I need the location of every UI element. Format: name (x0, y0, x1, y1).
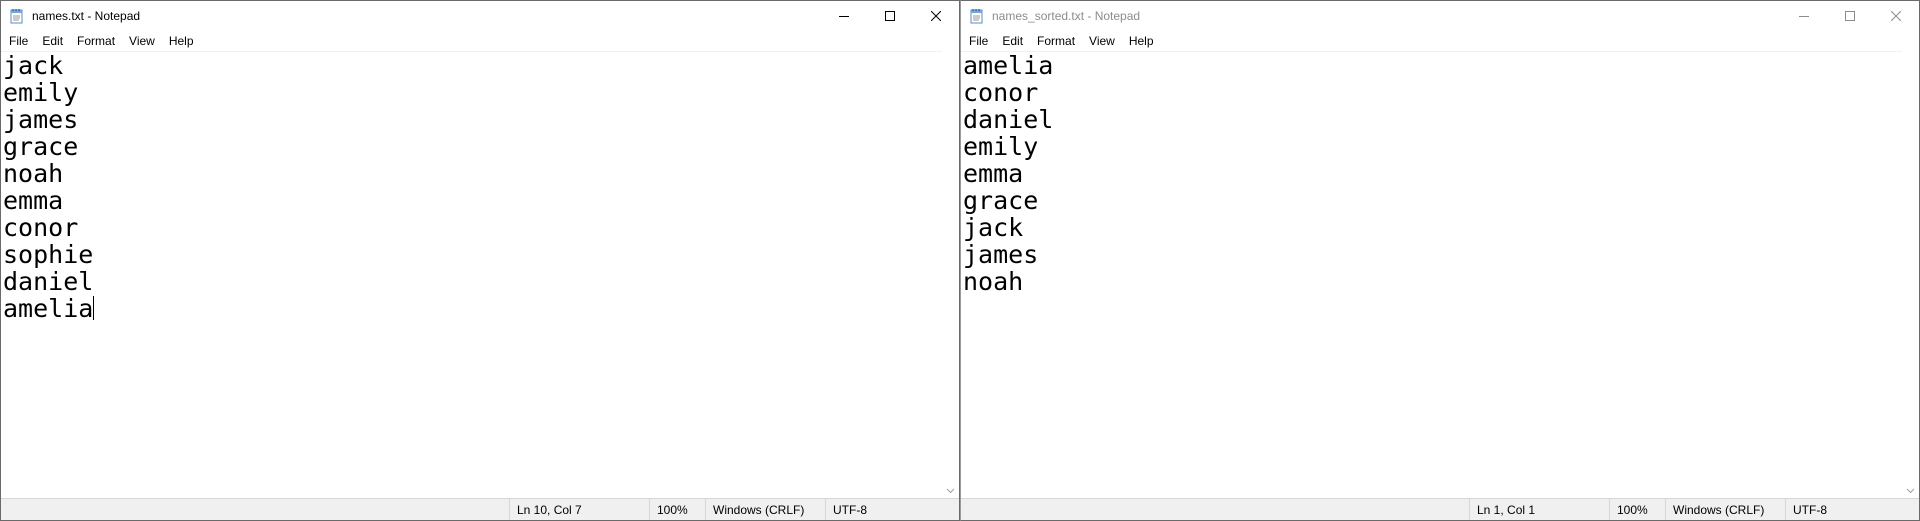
window-title: names.txt - Notepad (32, 9, 141, 23)
text-lines: jack emily james grace noah emma conor s… (1, 52, 942, 322)
text-line: noah (3, 159, 64, 188)
zoom-level: 100% (649, 498, 705, 520)
menu-edit[interactable]: Edit (1002, 34, 1024, 48)
text-line: james (963, 240, 1039, 269)
close-button[interactable] (913, 1, 959, 31)
menu-edit[interactable]: Edit (42, 34, 64, 48)
status-bar: Ln 1, Col 1 100% Windows (CRLF) UTF-8 (961, 498, 1919, 520)
text-line: conor (963, 78, 1039, 107)
text-line-last: amelia (3, 295, 942, 322)
menu-file[interactable]: File (9, 34, 29, 48)
notepad-icon[interactable] (970, 8, 984, 24)
text-line: daniel (963, 105, 1054, 134)
close-icon (931, 11, 941, 21)
menu-file[interactable]: File (969, 34, 989, 48)
text-line: emily (3, 78, 79, 107)
text-line: emma (3, 186, 64, 215)
zoom-level: 100% (1609, 498, 1665, 520)
close-icon (1891, 11, 1901, 21)
text-line: grace (3, 132, 79, 161)
notepad-window-names[interactable]: names.txt - Notepad File Edit Format Vie… (0, 0, 960, 521)
text-line: grace (963, 186, 1039, 215)
text-editor[interactable]: amelia conor daniel emily emma grace jac… (961, 51, 1902, 498)
minimize-button[interactable] (821, 1, 867, 31)
notepad-window-names-sorted[interactable]: names_sorted.txt - Notepad File Edit For… (960, 0, 1920, 521)
caption-buttons (1781, 1, 1919, 31)
maximize-button[interactable] (1827, 1, 1873, 31)
line-ending: Windows (CRLF) (1665, 498, 1785, 520)
window-title: names_sorted.txt - Notepad (992, 9, 1141, 23)
text-line: amelia (963, 51, 1054, 80)
text-line: emma (963, 159, 1024, 188)
text-line: jack (963, 213, 1024, 242)
menu-help[interactable]: Help (1128, 34, 1154, 48)
cursor-position: Ln 10, Col 7 (509, 498, 649, 520)
maximize-icon (1845, 11, 1855, 21)
minimize-icon (1799, 16, 1809, 17)
maximize-icon (885, 11, 895, 21)
line-ending: Windows (CRLF) (705, 498, 825, 520)
status-bar: Ln 10, Col 7 100% Windows (CRLF) UTF-8 (1, 498, 959, 520)
text-caret (93, 296, 95, 320)
menu-view[interactable]: View (129, 34, 155, 48)
cursor-position: Ln 1, Col 1 (1469, 498, 1609, 520)
title-bar[interactable]: names.txt - Notepad (1, 1, 959, 31)
encoding: UTF-8 (1785, 498, 1905, 520)
menu-format[interactable]: Format (77, 34, 116, 48)
text-line: conor (3, 213, 79, 242)
minimize-button[interactable] (1781, 1, 1827, 31)
title-bar[interactable]: names_sorted.txt - Notepad (961, 1, 1919, 31)
vertical-scrollbar[interactable] (1902, 51, 1919, 498)
line-text: amelia (3, 294, 94, 323)
text-line: daniel (3, 267, 94, 296)
chevron-down-icon[interactable] (1906, 486, 1915, 495)
text-line: emily (963, 132, 1039, 161)
menu-view[interactable]: View (1089, 34, 1115, 48)
menu-bar: File Edit Format View Help (961, 31, 1919, 51)
text-editor[interactable]: jack emily james grace noah emma conor s… (1, 51, 942, 498)
resize-grip[interactable] (945, 499, 959, 521)
menu-format[interactable]: Format (1037, 34, 1076, 48)
menu-bar: File Edit Format View Help (1, 31, 959, 51)
resize-grip[interactable] (1905, 499, 1919, 521)
menu-help[interactable]: Help (168, 34, 194, 48)
text-line: noah (963, 267, 1024, 296)
close-button[interactable] (1873, 1, 1919, 31)
encoding: UTF-8 (825, 498, 945, 520)
chevron-down-icon[interactable] (946, 486, 955, 495)
minimize-icon (839, 16, 849, 17)
notepad-icon[interactable] (10, 8, 24, 24)
text-line: james (3, 105, 79, 134)
vertical-scrollbar[interactable] (942, 51, 959, 498)
text-line: jack (3, 51, 64, 80)
text-line: sophie (3, 240, 94, 269)
text-lines: amelia conor daniel emily emma grace jac… (961, 52, 1902, 295)
maximize-button[interactable] (867, 1, 913, 31)
caption-buttons (821, 1, 959, 31)
